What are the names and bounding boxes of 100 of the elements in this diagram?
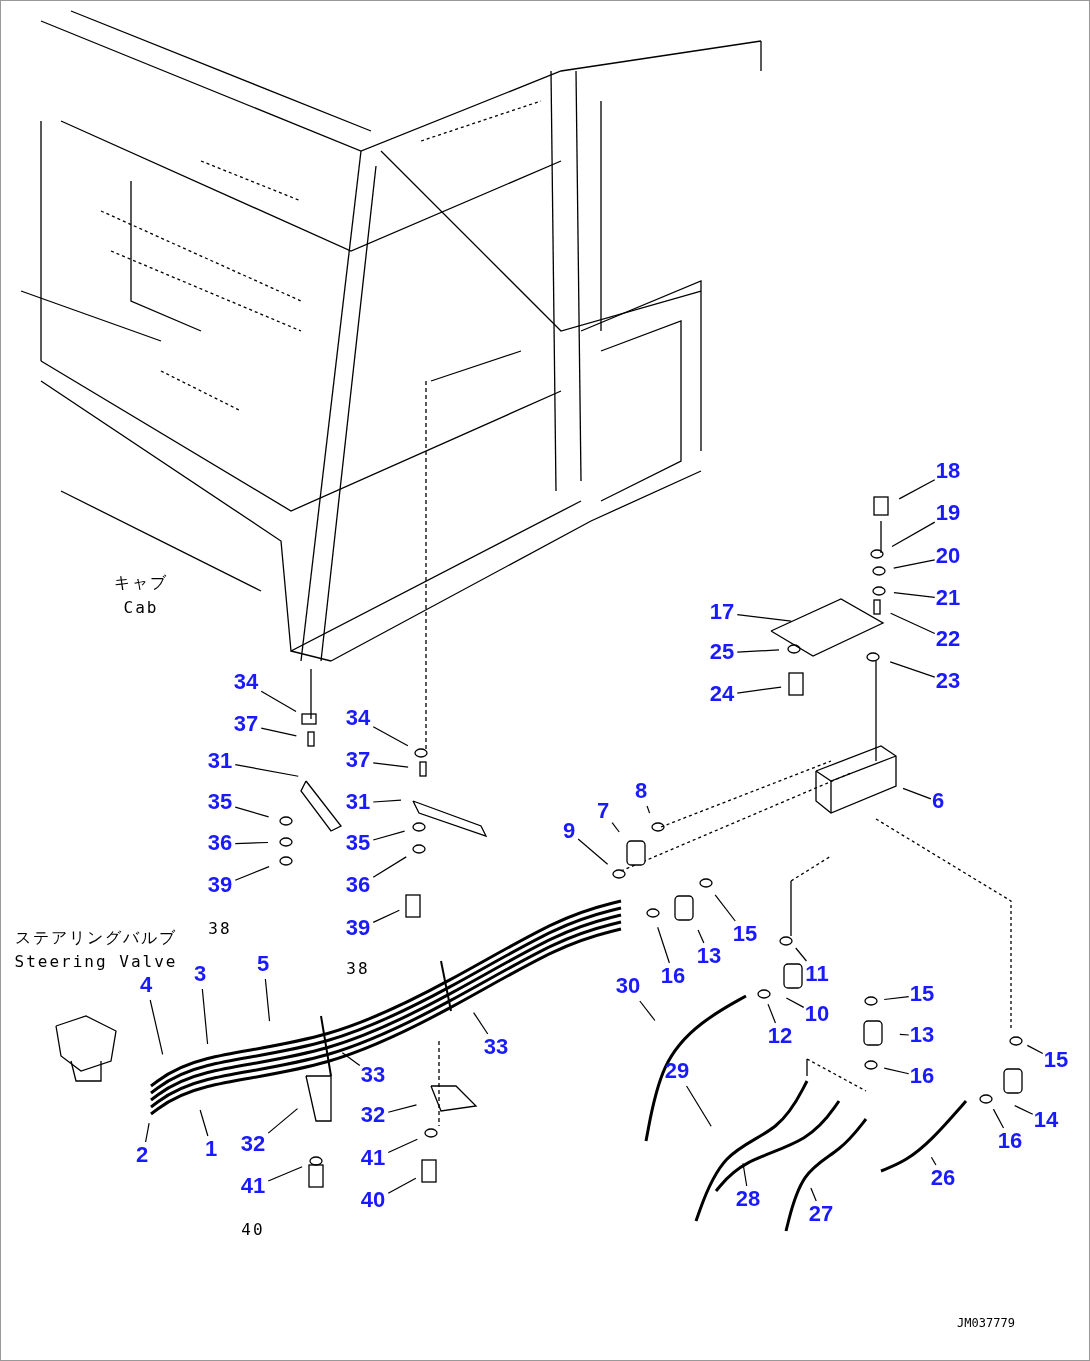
leader-line bbox=[264, 978, 271, 1022]
callout-number: 34 bbox=[345, 706, 371, 730]
leader-line bbox=[883, 1067, 910, 1075]
callout-number: 25 bbox=[709, 640, 735, 664]
callout-number: 36 bbox=[207, 831, 233, 855]
leader-line bbox=[199, 1109, 209, 1137]
leader-line bbox=[341, 1052, 361, 1067]
callout-number: 12 bbox=[767, 1024, 793, 1048]
part-label: Cab bbox=[123, 597, 159, 617]
callout-number: 15 bbox=[909, 982, 935, 1006]
leader-line bbox=[201, 988, 209, 1045]
leader-line bbox=[234, 841, 269, 845]
leader-line bbox=[372, 830, 406, 841]
leader-line bbox=[992, 1108, 1005, 1129]
leader-line bbox=[685, 1085, 712, 1127]
callout-number: 26 bbox=[930, 1166, 956, 1190]
leader-line bbox=[883, 996, 910, 1001]
callout-number: 4 bbox=[139, 973, 153, 997]
leader-line bbox=[902, 787, 932, 800]
leader-line bbox=[1026, 1044, 1044, 1055]
leader-line bbox=[372, 799, 402, 803]
callout-number: 32 bbox=[360, 1103, 386, 1127]
callout-number: 24 bbox=[709, 682, 735, 706]
callout-number: 6 bbox=[931, 789, 945, 813]
leader-line bbox=[657, 926, 670, 964]
callout-number: 39 bbox=[207, 873, 233, 897]
leader-line bbox=[742, 1162, 748, 1187]
leader-line bbox=[611, 822, 620, 833]
callout-number: 11 bbox=[805, 962, 829, 986]
leader-line bbox=[767, 1003, 777, 1024]
callout-number: 41 bbox=[240, 1174, 266, 1198]
callout-number: 33 bbox=[360, 1063, 386, 1087]
callout-number: 23 bbox=[935, 669, 961, 693]
leader-line bbox=[889, 661, 936, 678]
leader-line bbox=[891, 521, 936, 548]
leader-line bbox=[893, 592, 936, 598]
leader-line bbox=[234, 806, 270, 818]
leader-line bbox=[893, 559, 936, 569]
leader-line bbox=[234, 764, 299, 777]
callout-number: 38 bbox=[346, 958, 370, 978]
leader-line bbox=[577, 838, 609, 865]
leader-line bbox=[387, 1177, 417, 1194]
leader-line bbox=[372, 762, 409, 768]
leader-line bbox=[795, 947, 808, 962]
leader-line bbox=[714, 894, 736, 922]
callout-number: 15 bbox=[1043, 1048, 1069, 1072]
leader-line bbox=[234, 866, 270, 881]
leader-line bbox=[473, 1011, 489, 1035]
leader-line bbox=[736, 614, 792, 622]
leader-line bbox=[646, 805, 651, 814]
callout-number: 5 bbox=[256, 952, 270, 976]
callout-number: 34 bbox=[233, 670, 259, 694]
callout-number: 7 bbox=[596, 799, 610, 823]
callout-number: 33 bbox=[483, 1035, 509, 1059]
callout-number: 16 bbox=[660, 964, 686, 988]
callout-number: 28 bbox=[735, 1187, 761, 1211]
leader-line bbox=[899, 1033, 910, 1036]
callout-number: 10 bbox=[804, 1002, 830, 1026]
part-label: キャブ bbox=[114, 572, 168, 594]
leader-line bbox=[898, 479, 936, 500]
callout-number: 1 bbox=[204, 1137, 218, 1161]
leader-line bbox=[372, 909, 400, 923]
leader-line bbox=[387, 1104, 418, 1113]
leader-line bbox=[697, 929, 705, 944]
callout-number: 40 bbox=[360, 1188, 386, 1212]
leader-line bbox=[145, 1122, 150, 1143]
callout-number: 40 bbox=[241, 1219, 265, 1239]
callout-number: 41 bbox=[360, 1146, 386, 1170]
callout-number: 35 bbox=[345, 831, 371, 855]
leader-line bbox=[387, 1138, 418, 1154]
leader-line bbox=[372, 726, 409, 747]
callout-number: 22 bbox=[935, 627, 961, 651]
leader-line bbox=[736, 686, 782, 694]
callout-number: 35 bbox=[207, 790, 233, 814]
leader-line bbox=[260, 727, 297, 737]
leader-line bbox=[785, 997, 805, 1008]
part-label: Steering Valve bbox=[14, 951, 178, 971]
callout-number: 20 bbox=[935, 544, 961, 568]
callout-number: 39 bbox=[345, 916, 371, 940]
part-label: ステアリングバルブ bbox=[15, 927, 177, 949]
leader-line bbox=[810, 1187, 817, 1202]
leader-line bbox=[267, 1166, 303, 1182]
callout-number: 3 bbox=[193, 962, 207, 986]
callout-number: 21 bbox=[935, 586, 961, 610]
callout-number: 31 bbox=[345, 790, 371, 814]
leader-line bbox=[736, 649, 780, 653]
leader-line bbox=[639, 1000, 656, 1022]
leader-line bbox=[890, 612, 936, 635]
callout-number: 15 bbox=[732, 922, 758, 946]
callout-number: 2 bbox=[135, 1143, 149, 1167]
drawing-code: JM037779 bbox=[957, 1316, 1015, 1330]
callout-number: 8 bbox=[634, 779, 648, 803]
callout-number: 36 bbox=[345, 873, 371, 897]
callout-number: 38 bbox=[208, 918, 232, 938]
callout-number: 16 bbox=[997, 1129, 1023, 1153]
leader-line bbox=[267, 1108, 299, 1134]
callout-number: 13 bbox=[909, 1023, 935, 1047]
callout-number: 30 bbox=[615, 974, 641, 998]
leader-line bbox=[1014, 1105, 1034, 1115]
leader-line bbox=[149, 999, 164, 1055]
